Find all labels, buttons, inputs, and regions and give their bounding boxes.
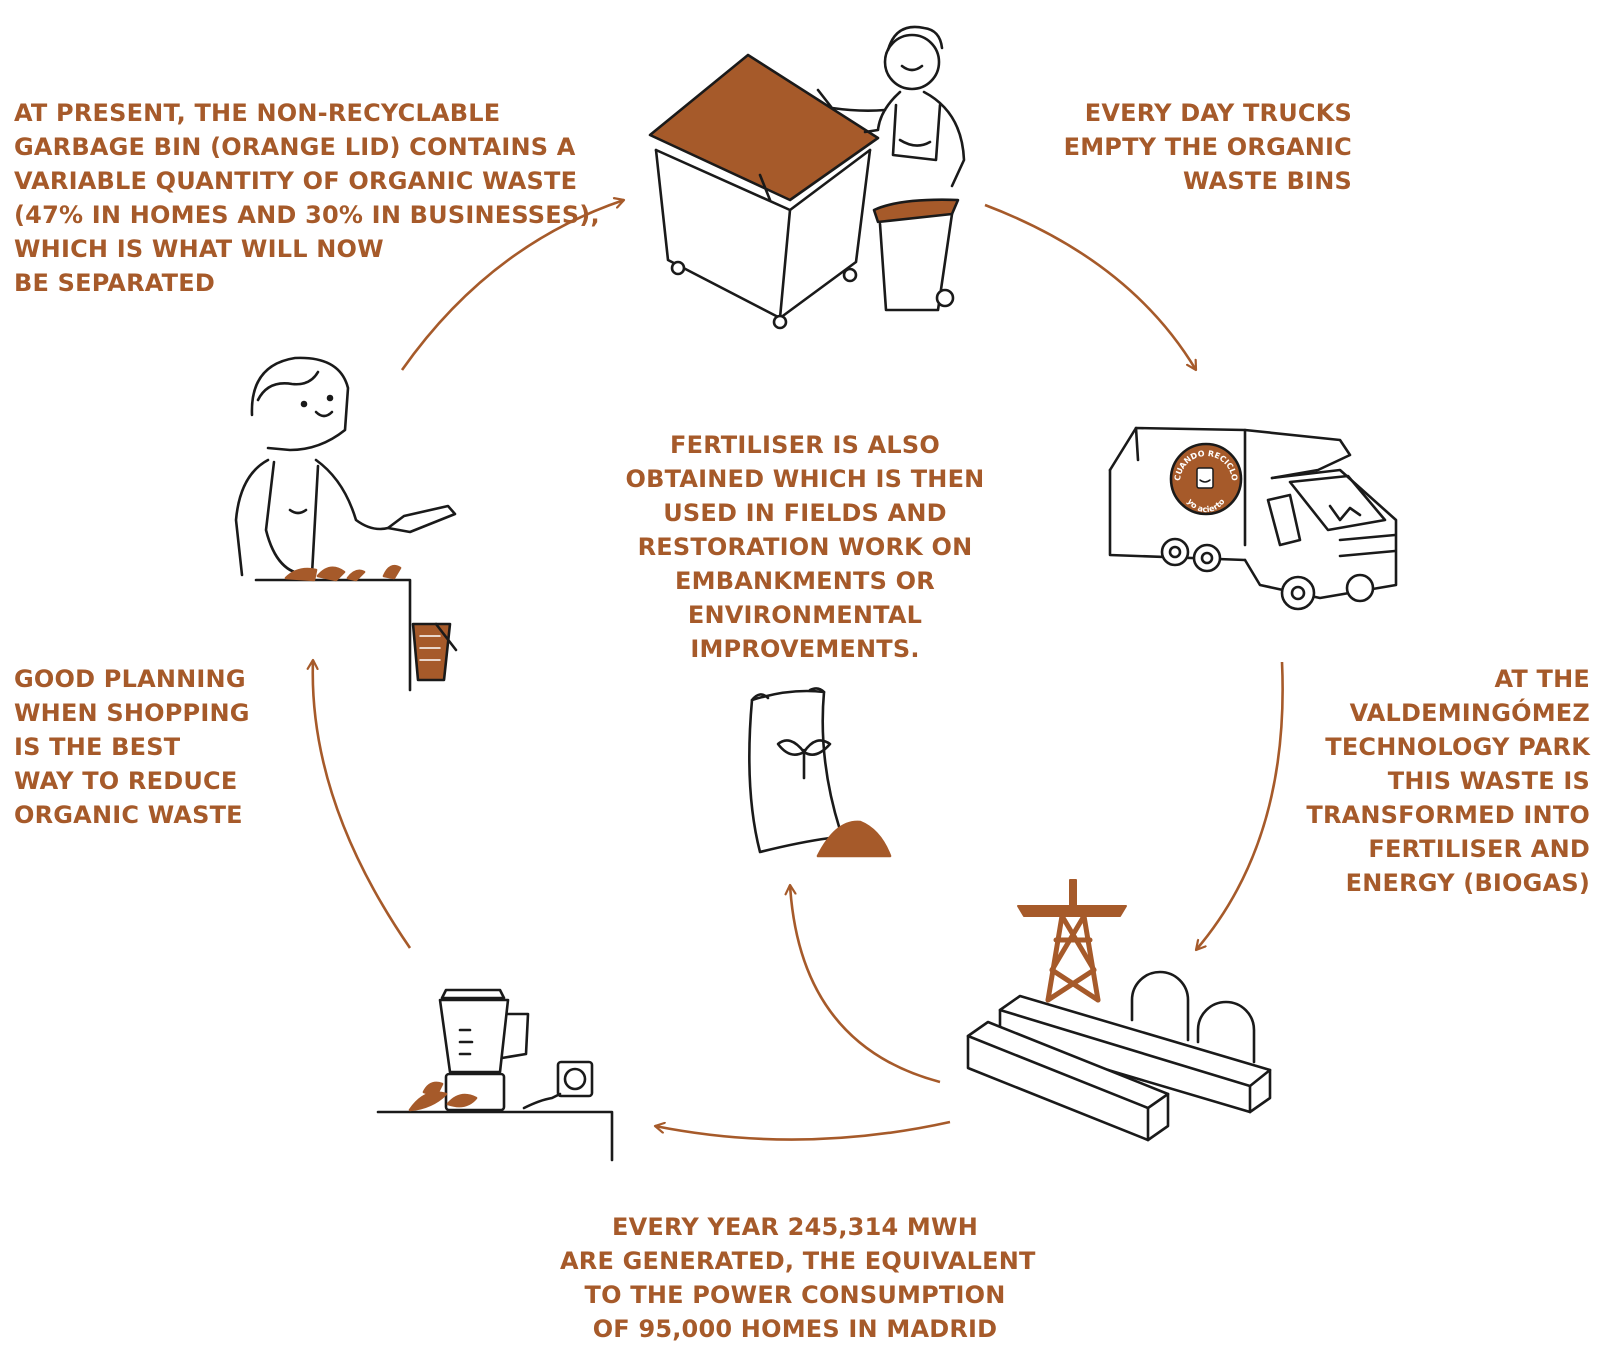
- caption-line: IMPROVEMENTS.: [690, 635, 920, 663]
- caption-line: ARE GENERATED, THE EQUIVALENT: [560, 1247, 1036, 1275]
- caption-line: AT THE: [1494, 665, 1590, 693]
- biogas-plant-illustration: [966, 879, 1272, 1142]
- caption-line: (47% IN HOMES AND 30% IN BUSINESSES),: [14, 201, 600, 229]
- caption-energy: EVERY YEAR 245,314 MWH ARE GENERATED, TH…: [560, 1210, 1036, 1346]
- caption-line: OF 95,000 HOMES IN MADRID: [592, 1315, 998, 1343]
- caption-line: IS THE BEST: [14, 733, 181, 761]
- caption-line: RESTORATION WORK ON: [637, 533, 973, 561]
- caption-line: AT PRESENT, THE NON-RECYCLABLE: [14, 99, 501, 127]
- caption-line: TO THE POWER CONSUMPTION: [584, 1281, 1006, 1309]
- arrow-blender-to-cook: [313, 660, 412, 949]
- arrow-cook-to-bins: [400, 200, 624, 371]
- caption-line: WHEN SHOPPING: [14, 699, 250, 727]
- arrow-plant-to-blender: [655, 1120, 951, 1141]
- caption-line: ORGANIC WASTE: [14, 801, 243, 829]
- caption-line: ENVIRONMENTAL: [687, 601, 923, 629]
- caption-line: VALDEMINGÓMEZ: [1349, 699, 1590, 727]
- caption-planning: GOOD PLANNING WHEN SHOPPING IS THE BEST …: [14, 662, 250, 832]
- caption-line: OBTAINED WHICH IS THEN: [625, 465, 985, 493]
- caption-line: ENERGY (BIOGAS): [1345, 869, 1590, 897]
- caption-line: EMBANKMENTS OR: [675, 567, 935, 595]
- arrow-bins-to-truck: [984, 203, 1198, 370]
- arrow-plant-to-fertiliser: [790, 885, 941, 1084]
- caption-line: WASTE BINS: [1183, 167, 1352, 195]
- caption-line: THIS WASTE IS: [1387, 767, 1590, 795]
- caption-line: TECHNOLOGY PARK: [1325, 733, 1590, 761]
- garbage-truck-illustration: [1108, 426, 1398, 611]
- fertiliser-bag-illustration: [748, 687, 892, 858]
- caption-line: EVERY DAY TRUCKS: [1084, 99, 1352, 127]
- caption-technology-park: AT THE VALDEMINGÓMEZ TECHNOLOGY PARK THI…: [1306, 662, 1590, 900]
- caption-line: EVERY YEAR 245,314 MWH: [612, 1213, 978, 1241]
- caption-line: BE SEPARATED: [14, 269, 215, 297]
- caption-line: VARIABLE QUANTITY OF ORGANIC WASTE: [14, 167, 578, 195]
- caption-line: GOOD PLANNING: [14, 665, 246, 693]
- blender-illustration: [376, 988, 614, 1162]
- caption-fertiliser: FERTILISER IS ALSO OBTAINED WHICH IS THE…: [590, 428, 1020, 666]
- caption-line: FERTILISER AND: [1368, 835, 1590, 863]
- waste-bins-illustration: [648, 25, 966, 330]
- caption-line: TRANSFORMED INTO: [1306, 801, 1590, 829]
- cook-illustration: [234, 356, 458, 692]
- caption-present-bin: AT PRESENT, THE NON-RECYCLABLE GARBAGE B…: [14, 96, 600, 300]
- arrow-truck-to-plant: [1196, 661, 1284, 950]
- caption-line: EMPTY THE ORGANIC: [1063, 133, 1352, 161]
- caption-line: GARBAGE BIN (ORANGE LID) CONTAINS A: [14, 133, 576, 161]
- caption-line: WAY TO REDUCE: [14, 767, 238, 795]
- caption-trucks: EVERY DAY TRUCKS EMPTY THE ORGANIC WASTE…: [1064, 96, 1352, 198]
- caption-line: FERTILISER IS ALSO: [670, 431, 940, 459]
- caption-line: WHICH IS WHAT WILL NOW: [14, 235, 384, 263]
- caption-line: USED IN FIELDS AND: [663, 499, 947, 527]
